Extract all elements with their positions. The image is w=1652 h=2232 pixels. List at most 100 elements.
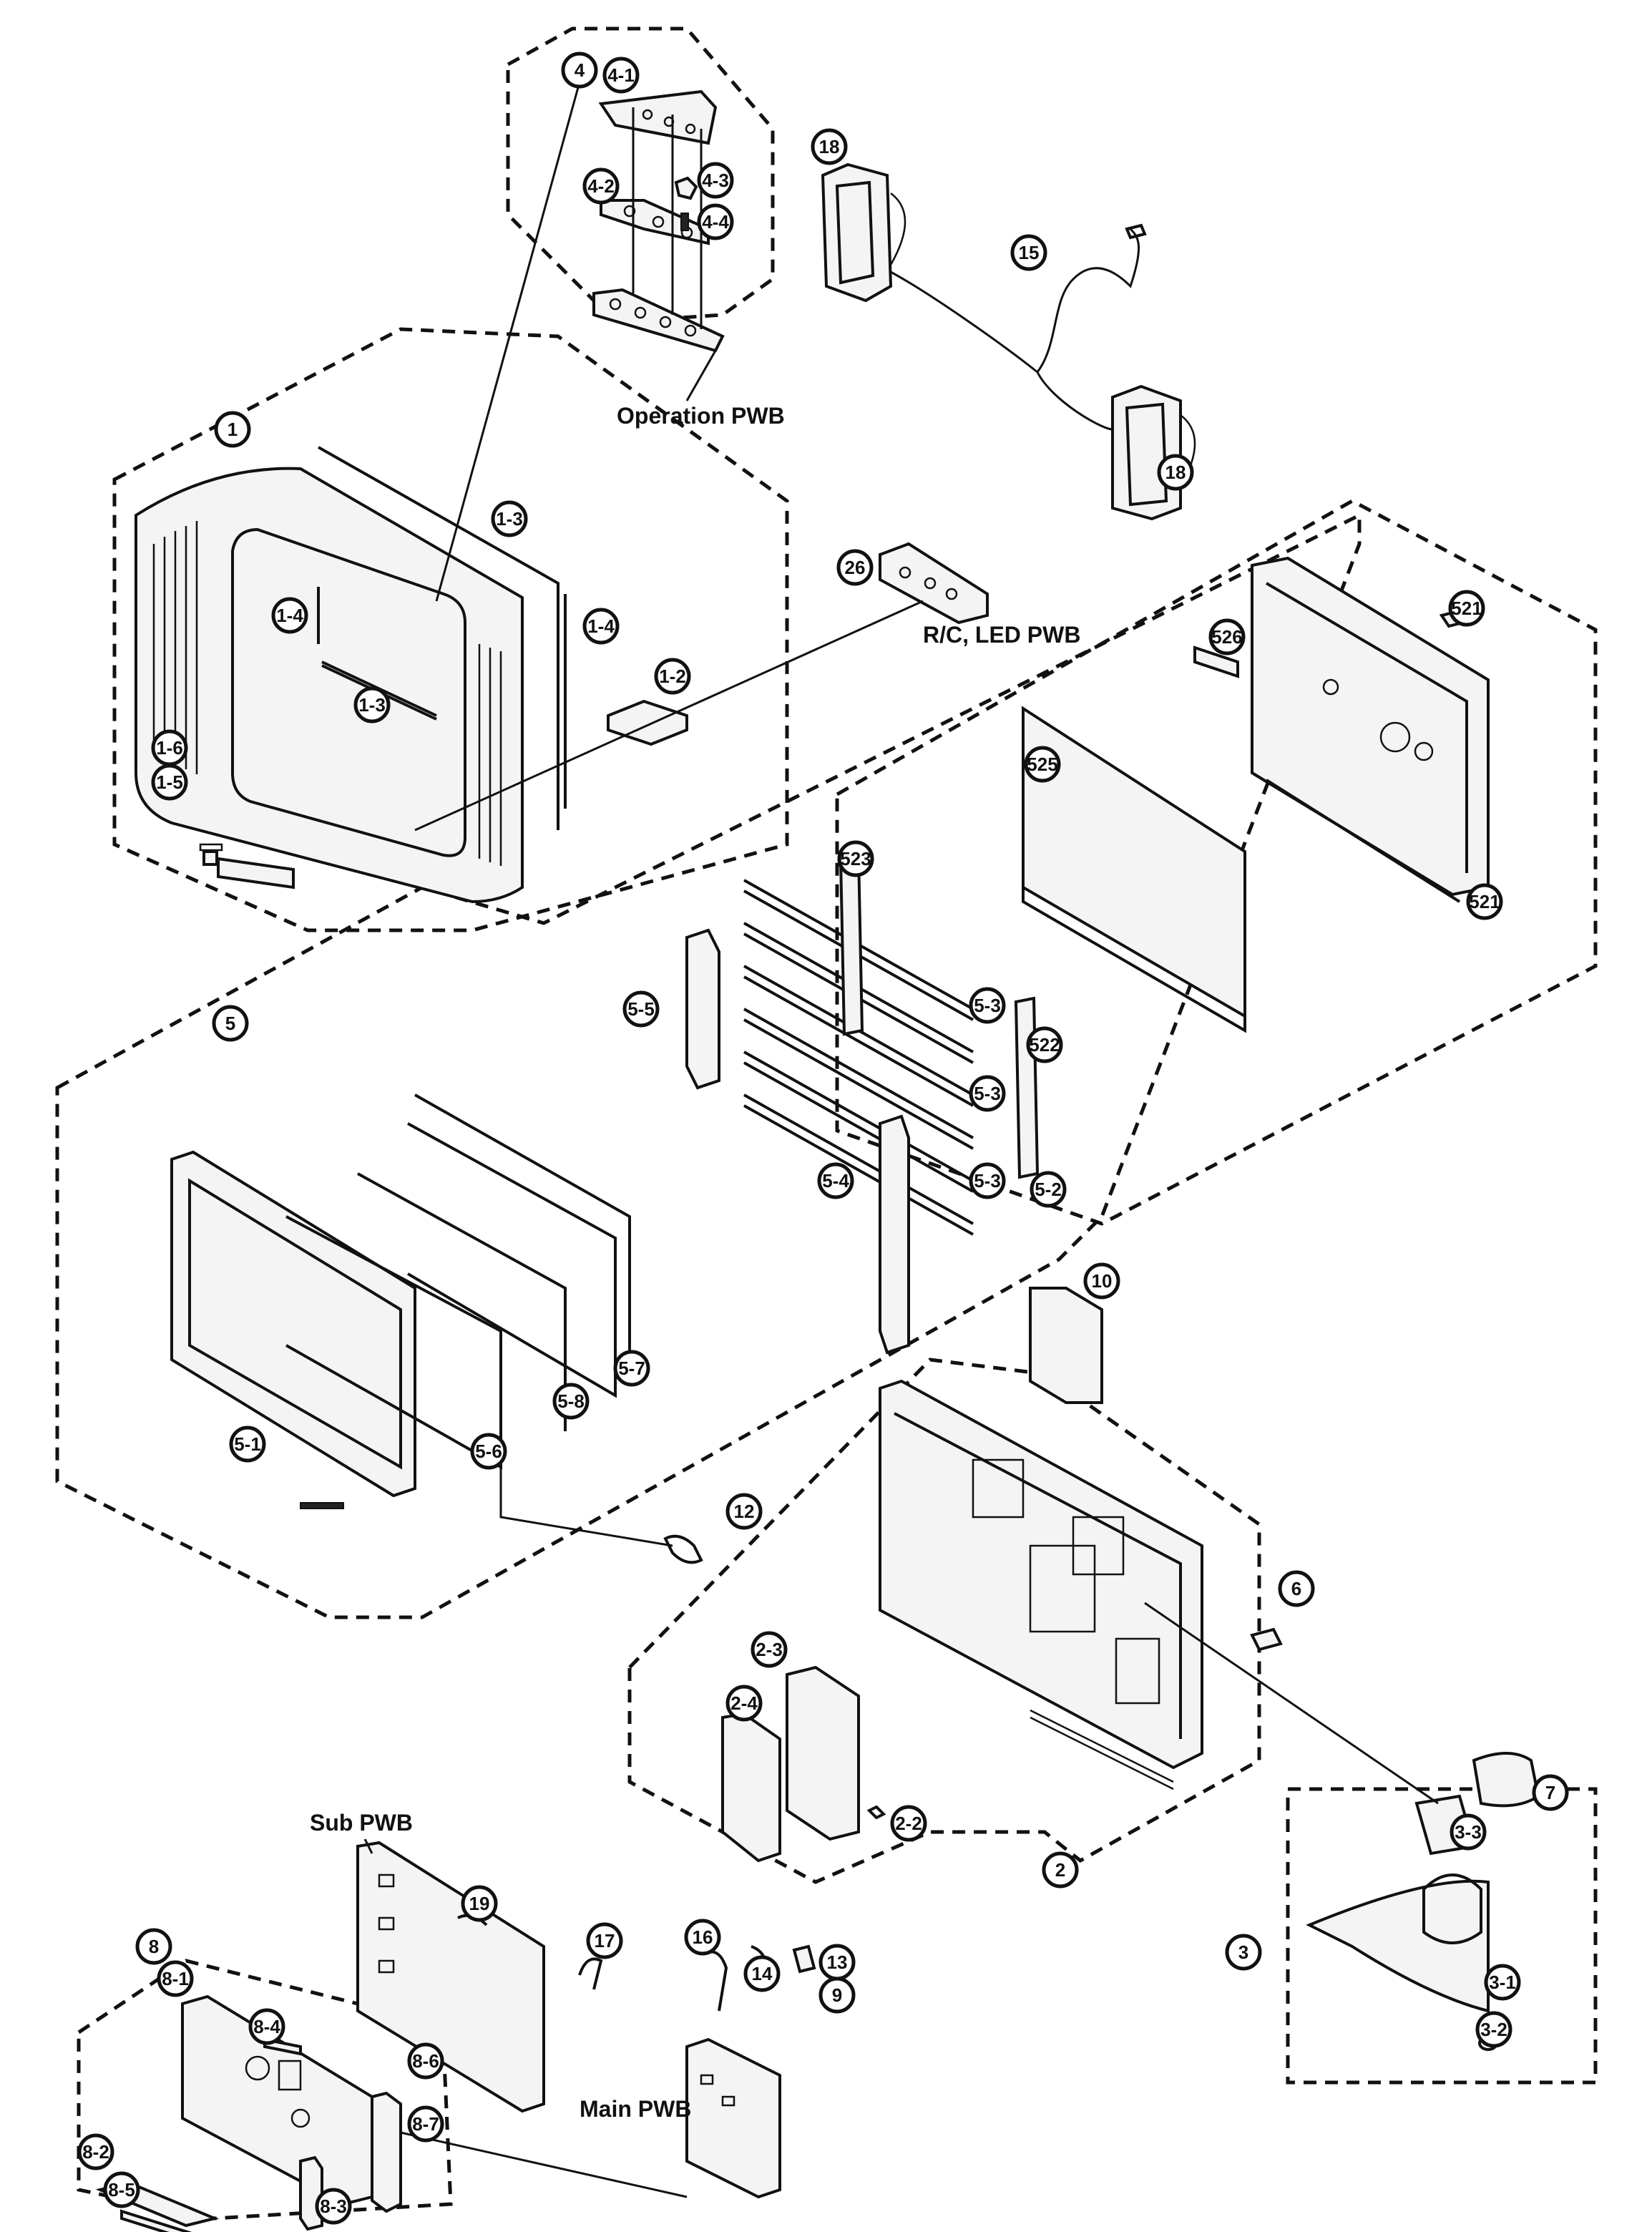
svg-text:8-3: 8-3: [320, 2196, 347, 2217]
badge-1-5: [217, 857, 295, 890]
diffuser-plate-5-7: [414, 1093, 631, 1367]
part-callout: 1-4: [271, 597, 308, 634]
svg-text:4-3: 4-3: [702, 170, 729, 191]
svg-text:1-5: 1-5: [156, 771, 183, 793]
rc-led-pwb: [879, 542, 989, 625]
svg-text:3-2: 3-2: [1480, 2019, 1507, 2040]
strip-526: [1193, 645, 1239, 678]
part-callout: 4-2: [582, 167, 620, 205]
part-callout: 1: [214, 411, 251, 448]
speaker-right: [1111, 384, 1196, 521]
main-pwb-label: Main PWB: [580, 2096, 691, 2122]
group-5-outline: [55, 512, 1362, 1619]
part-callout: 5-3: [969, 987, 1006, 1024]
part-callout: 8-6: [407, 2042, 444, 2080]
speaker-left: [821, 162, 906, 303]
operation-button-top: [598, 89, 718, 145]
part-callout: 13: [818, 1944, 856, 1981]
part-callout: 523: [837, 840, 874, 877]
svg-text:12: 12: [734, 1501, 755, 1522]
svg-text:26: 26: [845, 557, 866, 578]
svg-text:525: 525: [1027, 754, 1057, 775]
svg-text:7: 7: [1545, 1782, 1555, 1803]
plate-8-3: [299, 2155, 323, 2231]
svg-text:9: 9: [832, 1984, 842, 2006]
sub-pwb-label: Sub PWB: [310, 1810, 413, 1836]
holder-5-4: [879, 1114, 910, 1355]
bracket-8-6: [371, 2091, 402, 2213]
svg-text:5-1: 5-1: [234, 1433, 261, 1455]
svg-text:4-2: 4-2: [587, 175, 615, 197]
svg-text:5-5: 5-5: [627, 998, 655, 1020]
svg-text:1-3: 1-3: [496, 508, 523, 530]
shield-plate-2-3: [786, 1665, 860, 1841]
svg-text:2: 2: [1055, 1859, 1065, 1881]
svg-text:2-3: 2-3: [756, 1639, 783, 1660]
part-callout: 1-2: [654, 658, 691, 695]
operation-button-bottom: [600, 199, 710, 245]
operation-pwb-board: [592, 288, 725, 353]
part-callout: 525: [1024, 746, 1061, 783]
svg-text:1-6: 1-6: [156, 737, 183, 759]
svg-text:8-6: 8-6: [412, 2050, 439, 2072]
svg-text:521: 521: [1469, 891, 1500, 912]
svg-text:526: 526: [1211, 626, 1242, 648]
part-callout: 8-3: [315, 2188, 352, 2225]
part-callout: 14: [743, 1955, 781, 1992]
svg-text:4-4: 4-4: [702, 211, 729, 233]
svg-text:1-4: 1-4: [587, 615, 615, 637]
sub-pwb-board: [356, 1841, 545, 2113]
cable-12: [663, 1534, 703, 1564]
stand-base-3-1: [1306, 1873, 1490, 2013]
part-callout: 1-3: [353, 686, 391, 723]
knob-4-3: [674, 176, 698, 200]
svg-text:3-3: 3-3: [1455, 1821, 1482, 1843]
part-callout: 1-6: [151, 729, 188, 766]
part-callout: 18: [1157, 454, 1194, 491]
rear-cabinet: [879, 1379, 1203, 1790]
part-callout: 3-2: [1475, 2011, 1512, 2048]
part-callout: 26: [836, 549, 874, 586]
bracket-2-4: [721, 1712, 781, 1863]
svg-text:8-2: 8-2: [82, 2141, 109, 2163]
part-callout: 521: [1448, 590, 1485, 627]
label-10: [1029, 1287, 1103, 1404]
backlight-chassis-525: [1251, 556, 1490, 903]
part-callout: 15: [1010, 234, 1047, 271]
svg-text:5: 5: [225, 1013, 235, 1034]
diffuser-sheet-5-8: [406, 1122, 617, 1398]
svg-text:6: 6: [1291, 1578, 1301, 1599]
svg-text:4-1: 4-1: [607, 64, 635, 86]
front-cabinet: [135, 467, 524, 904]
part-callout: 4: [561, 52, 598, 89]
part-callout: 17: [586, 1922, 623, 1959]
part-callout: 526: [1208, 618, 1246, 656]
svg-text:16: 16: [693, 1926, 713, 1948]
svg-text:8-7: 8-7: [412, 2113, 439, 2135]
part-callout: 8: [135, 1928, 172, 1965]
spring-4-4: [680, 213, 689, 231]
svg-text:15: 15: [1019, 242, 1040, 263]
main-pwb-board: [685, 2037, 781, 2199]
svg-text:5-4: 5-4: [822, 1170, 849, 1191]
svg-text:8: 8: [149, 1936, 159, 1957]
part-callout: 8-5: [103, 2171, 140, 2208]
svg-text:3-1: 3-1: [1489, 1972, 1516, 1993]
part-callout: 1-4: [582, 608, 620, 645]
group-1-outline: [112, 327, 789, 932]
group-2-outline: [627, 1358, 1261, 1884]
lcd-panel-5-1: [170, 1150, 416, 1509]
cable-16: [704, 1950, 728, 2012]
part-callout: 5: [212, 1005, 249, 1042]
svg-text:521: 521: [1451, 598, 1482, 619]
part-callout: 5-3: [969, 1162, 1006, 1199]
rc-led-pwb-label: R/C, LED PWB: [923, 622, 1080, 648]
clip-13: [792, 1944, 816, 1974]
part-callout: 7: [1532, 1774, 1569, 1811]
group-4-outline: [506, 26, 775, 324]
part-callout: 4-3: [697, 162, 734, 199]
lamp-holder-523: [839, 853, 864, 1036]
diffuser-sheet-5-6-back: [357, 1172, 567, 1431]
svg-text:10: 10: [1092, 1270, 1113, 1292]
